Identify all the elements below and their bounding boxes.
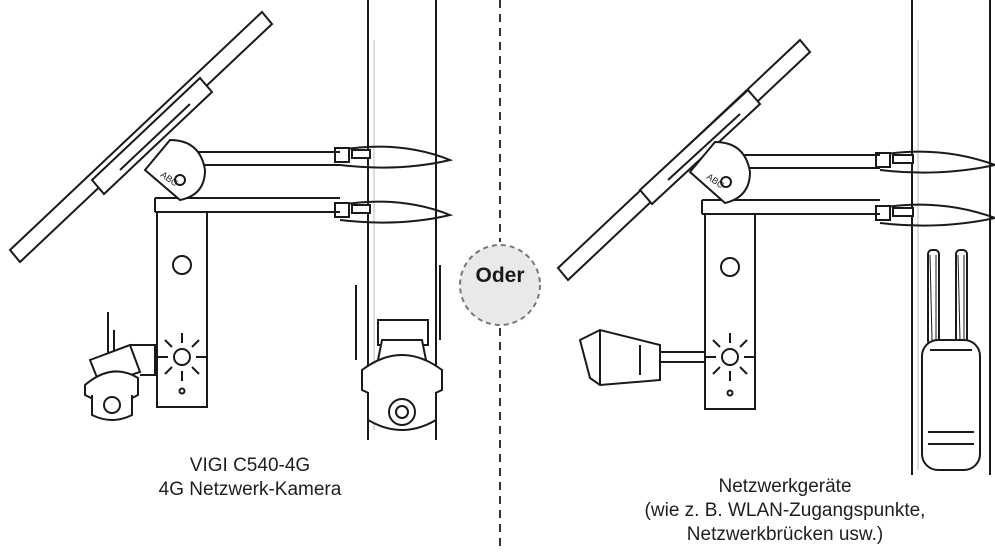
left-scene: ABC: [8, 0, 454, 440]
left-caption-line1: VIGI C540-4G: [189, 455, 311, 476]
bullet-camera: [578, 328, 705, 387]
oder-label: Oder: [475, 264, 525, 287]
right-scene: ABC: [556, 0, 995, 475]
right-caption-line2: (wie z. B. WLAN-Zugangspunkte,: [644, 500, 926, 521]
left-tilt-bracket: ABC: [143, 138, 207, 202]
separator: [459, 0, 541, 550]
right-tilt-bracket: ABC: [688, 140, 752, 205]
right-pole: [911, 0, 991, 475]
left-bracket-plate: [156, 211, 208, 408]
right-caption: Netzwerkgeräte (wie z. B. WLAN-Zugangspu…: [610, 475, 960, 547]
left-caption: VIGI C540-4G 4G Netzwerk-Kamera: [90, 454, 410, 502]
left-pole-clamp: [334, 145, 454, 224]
right-solar-panel: [556, 38, 812, 282]
left-solar-panel: [8, 10, 274, 264]
right-caption-line1: Netzwerkgeräte: [718, 476, 852, 497]
pole-ptz-camera: [355, 265, 443, 431]
right-pole-clamp: [875, 150, 995, 227]
right-bracket-plate: [704, 213, 756, 410]
left-bracket-ptz-camera: [84, 312, 156, 421]
right-caption-line3: Netzwerkbrücken usw.): [686, 524, 884, 545]
left-caption-line2: 4G Netzwerk-Kamera: [158, 479, 342, 500]
access-point-device: [921, 249, 981, 471]
oder-badge: [459, 244, 541, 326]
